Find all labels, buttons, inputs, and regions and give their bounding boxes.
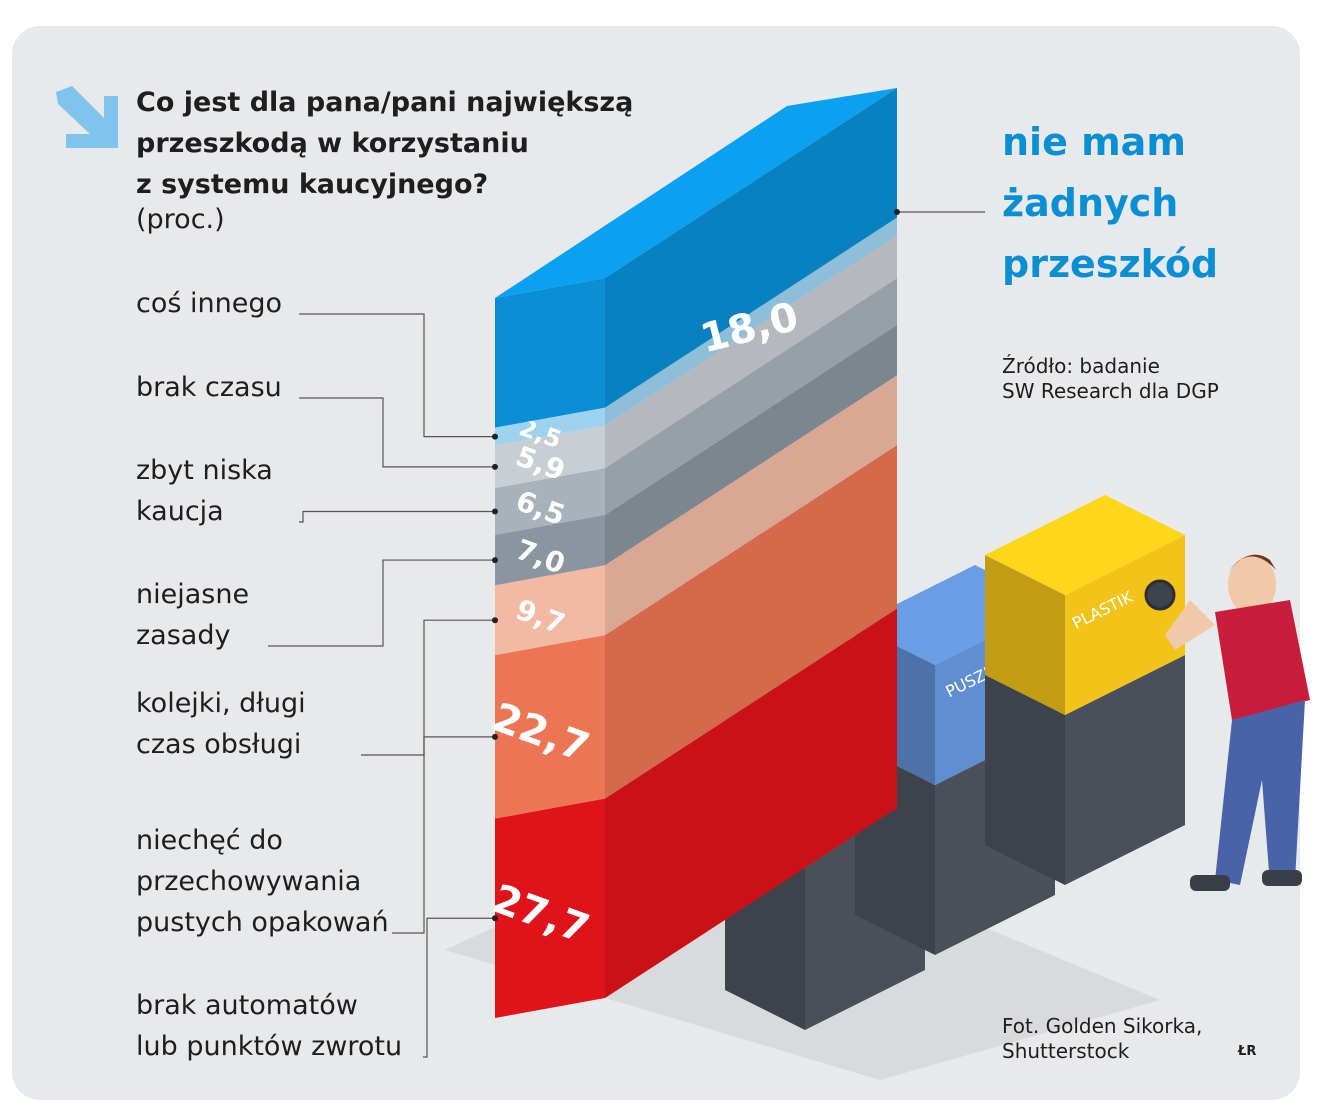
leader-line: [299, 510, 495, 523]
title-line: Co jest dla pana/pani największą: [136, 87, 634, 118]
leader-line: [299, 397, 495, 468]
leader-dot: [492, 915, 498, 922]
category-label-line: zasady: [136, 620, 231, 651]
source-line: Źródło: badanie: [1002, 354, 1160, 378]
bar-segment-left-face: [495, 798, 605, 1018]
leader-line: [268, 559, 495, 647]
credit-line: Fot. Golden Sikorka,: [1002, 1014, 1203, 1038]
leader-dot: [492, 433, 498, 440]
category-label: brak automatów lub punktów zwrotu: [136, 985, 402, 1067]
highlight-line: nie mam: [1002, 120, 1186, 164]
highlight-line: żadnych: [1002, 181, 1179, 225]
bar-segment-right-face: [605, 375, 897, 636]
bar-top-face: [495, 88, 897, 298]
credit-line: Shutterstock: [1002, 1039, 1130, 1063]
bar-segment-left-face: [495, 635, 605, 819]
highlight-line: przeszkód: [1002, 242, 1219, 286]
bar-segment-left-face: [495, 278, 605, 428]
bar-segment-right-face: [605, 324, 897, 566]
title-line: z systemu kaucyjnego?: [136, 169, 489, 200]
category-label: zbyt niska kaucja: [136, 450, 273, 532]
category-label-line: czas obsługi: [136, 729, 302, 760]
category-label-line: kolejki, długi: [136, 688, 306, 719]
category-label-line: pustych opakowań: [136, 907, 389, 938]
leader-dot: [492, 508, 498, 515]
slot-icon: [1144, 579, 1176, 611]
bar-segment-left-face: [495, 514, 605, 586]
category-label-line: niejasne: [136, 579, 250, 610]
machine-plastic: PLASTIK: [985, 495, 1185, 885]
title-line: przeszkodą w korzystaniu: [136, 128, 529, 159]
arrow-icon: [56, 86, 118, 148]
category-label: brak czasu: [136, 367, 282, 408]
category-label: kolejki, długi czas obsługi: [136, 683, 306, 765]
category-label-line: brak czasu: [136, 372, 282, 403]
bar-segment-right-face: [605, 217, 897, 426]
bar-segment-left-face: [495, 425, 605, 489]
category-label-line: brak automatów: [136, 990, 358, 1021]
category-label: niechęć do przechowywania pustych opakowań: [136, 820, 389, 943]
author-initials: ŁR: [1238, 1044, 1257, 1059]
category-label-line: lub punktów zwrotu: [136, 1031, 403, 1062]
chart-unit: (proc.): [136, 204, 225, 235]
bar-segment-right-face: [605, 278, 897, 515]
source-note: Źródło: badanie SW Research dla DGP: [1002, 354, 1219, 404]
bar-segment-left-face: [495, 468, 605, 535]
category-label-line: kaucja: [136, 496, 224, 527]
leader-line: [423, 917, 495, 1058]
bar-segment-left-face: [495, 565, 605, 656]
photo-credit: Fot. Golden Sikorka, Shutterstock: [1002, 1014, 1202, 1064]
chart-title: Co jest dla pana/pani największą przeszk…: [136, 82, 656, 205]
bar-segment-right-face: [605, 445, 897, 799]
category-label-line: niechęć do: [136, 825, 283, 856]
leader-line: [361, 619, 495, 756]
category-label-line: coś innego: [136, 288, 283, 319]
person-illustration: [1165, 554, 1310, 891]
leader-line: [392, 736, 495, 934]
bar-segment-right-face: [605, 88, 897, 408]
leader-line: [299, 313, 495, 438]
bar-segment-left-face: [495, 407, 605, 446]
bar-segment-right-face: [605, 235, 897, 469]
leader-dot: [894, 209, 900, 215]
highlight-label: nie mam żadnych przeszkód: [1002, 112, 1218, 295]
category-label: niejasne zasady: [136, 574, 249, 656]
source-line: SW Research dla DGP: [1002, 379, 1219, 403]
category-label-line: zbyt niska: [136, 455, 273, 486]
leader-dot: [492, 463, 498, 470]
category-label-line: przechowywania: [136, 866, 362, 897]
leader-dot: [492, 557, 498, 564]
leader-dot: [492, 733, 498, 740]
leader-dot: [492, 617, 498, 624]
bar-segment-right-face: [605, 608, 897, 998]
category-label: coś innego: [136, 283, 282, 324]
